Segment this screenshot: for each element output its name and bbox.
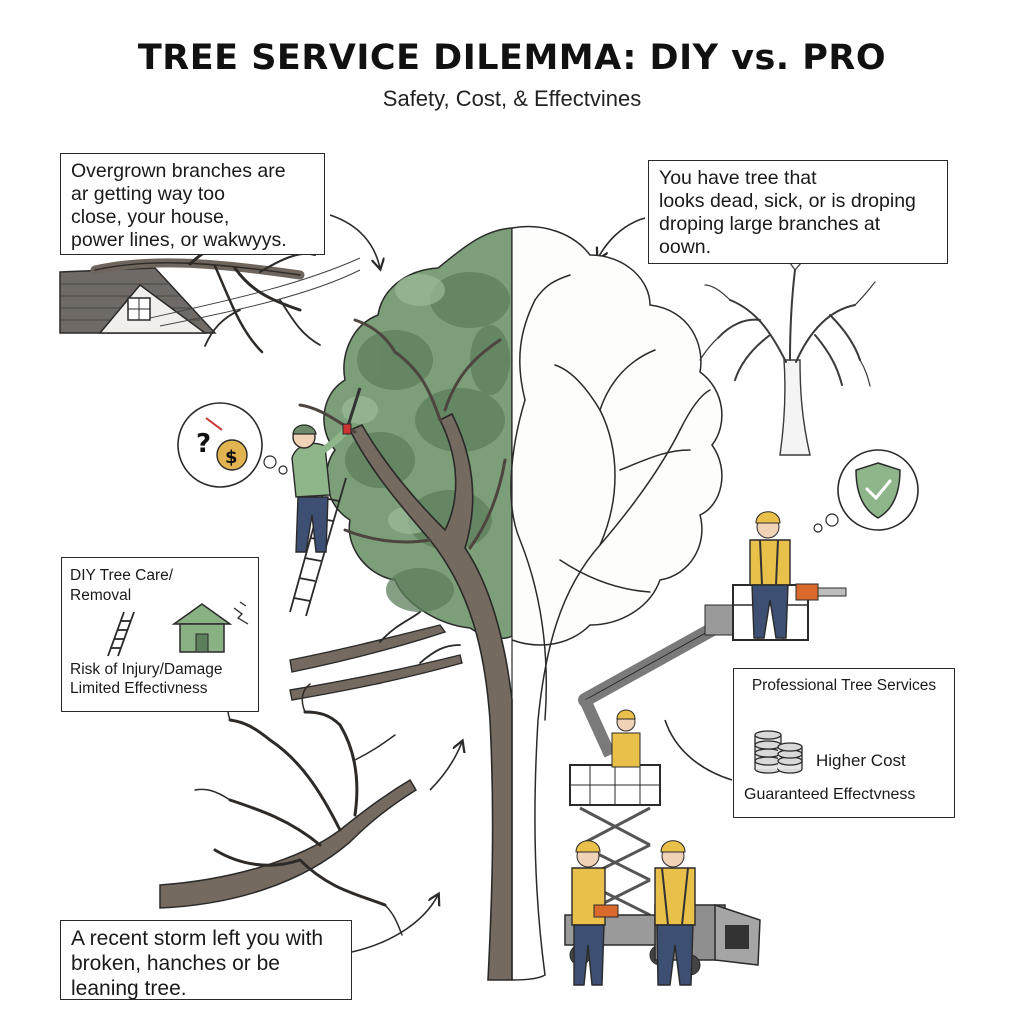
leaning-tree — [159, 683, 418, 936]
note-line: looks dead, sick, or is droping — [659, 190, 916, 212]
cut-branches — [289, 611, 463, 701]
pro-panel: Professional Tree Services Higher Cost G… — [733, 668, 955, 818]
note-dead-tree: You have tree that looks dead, sick, or … — [648, 160, 948, 264]
question-mark-icon: ? — [196, 429, 211, 459]
shield-icon — [855, 462, 901, 519]
pro-title: Professional Tree Services — [751, 677, 937, 694]
note-overgrown-branches: Overgrown branches are ar getting way to… — [60, 153, 325, 255]
note-line: close, your house, — [71, 206, 230, 228]
note-line: leaning tree. — [71, 976, 187, 1000]
note-line: You have tree that — [659, 167, 817, 189]
note-line: A recent storm left you with — [71, 927, 324, 950]
tree-trunk-right — [510, 274, 711, 981]
cost-thought-bubble: ? $ — [177, 402, 288, 488]
svg-text:$: $ — [225, 447, 238, 468]
note-line: power lines, or wakwyys. — [71, 229, 287, 251]
bucket-lift — [578, 511, 847, 758]
safety-thought-bubble — [813, 449, 919, 533]
arrow-storm — [351, 895, 438, 953]
arrow-pro — [664, 719, 733, 781]
diy-effectiveness: Limited Effectivness — [70, 680, 208, 698]
house-icon — [171, 601, 249, 653]
tree-foliage-white — [511, 225, 723, 646]
diy-title: DIY Tree Care/ — [70, 567, 174, 584]
diy-risk: Risk of Injury/Damage — [70, 661, 223, 678]
note-line: broken, hanches or be — [71, 951, 280, 975]
pro-cost: Higher Cost — [816, 751, 906, 770]
diy-worker — [289, 387, 362, 617]
arrow-dead-tree — [598, 217, 646, 258]
note-line: oown. — [659, 236, 712, 258]
power-lines — [149, 257, 361, 327]
diy-title-2: Removal — [70, 587, 132, 605]
page-subtitle: Safety, Cost, & Effectvines — [382, 86, 642, 111]
check-icon — [865, 479, 892, 501]
coin-icon — [216, 439, 248, 471]
note-line: Overgrown branches are — [71, 160, 286, 182]
ground-workers — [571, 840, 696, 986]
arrow-diy — [429, 742, 462, 791]
diy-panel: DIY Tree Care/ Removal Risk of Injury/Da… — [61, 557, 259, 712]
note-storm-damage: A recent storm left you with broken, han… — [60, 920, 352, 1000]
note-line: ar getting way too — [71, 183, 225, 205]
coin-stack-icon — [754, 730, 803, 774]
note-line: droping large branches at — [659, 213, 881, 235]
dead-tree — [699, 247, 876, 456]
ladder-icon — [107, 611, 135, 657]
roof-illustration — [59, 267, 217, 334]
pro-effectiveness: Guaranteed Effectvness — [744, 786, 916, 803]
arrow-overgrown — [329, 214, 380, 268]
page-title: TREE SERVICE DILEMMA: DIY vs. PRO — [137, 38, 887, 78]
